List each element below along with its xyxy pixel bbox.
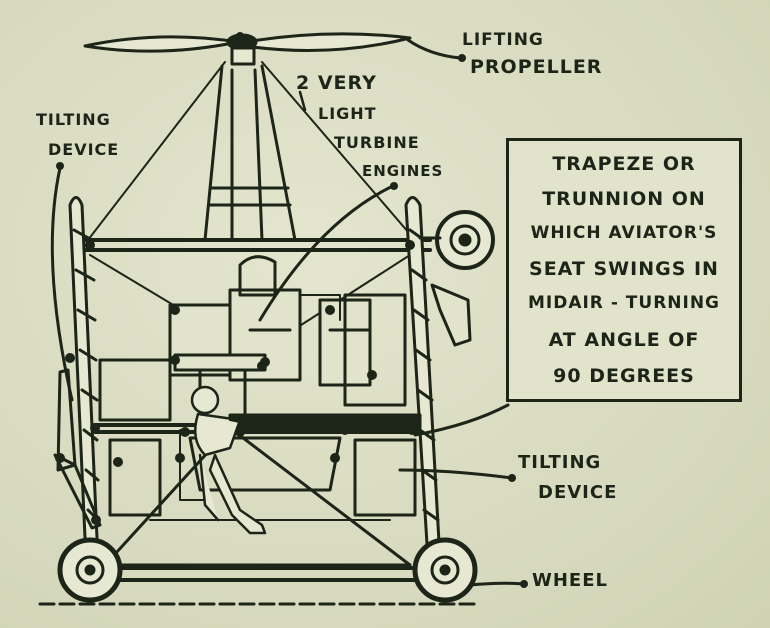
aviator-figure xyxy=(190,385,269,535)
callout-line: 90 DEGREES xyxy=(553,365,695,387)
mast xyxy=(203,64,297,242)
callout-line: MIDAIR - TURNING xyxy=(527,293,721,313)
turbine-label-line2: LIGHT xyxy=(318,104,377,123)
callout-line: SEAT SWINGS IN xyxy=(529,258,719,280)
tilting-left-label-line1: TILTING xyxy=(36,110,111,129)
right-tilting-upright xyxy=(404,196,442,562)
left-wheel xyxy=(57,537,123,603)
leader-lines xyxy=(50,38,526,587)
lifting-label-line1: LIFTING xyxy=(462,30,544,50)
tilting-right-label-line2: DEVICE xyxy=(538,482,618,503)
tail-fin xyxy=(430,283,472,347)
callout-line: TRAPEZE OR xyxy=(552,153,696,175)
aviator-seat xyxy=(173,353,422,501)
callout-line: WHICH AVIATOR'S xyxy=(530,223,718,243)
callout-line: AT ANGLE OF xyxy=(548,329,700,351)
turbine-label-line3: TURBINE xyxy=(334,133,420,152)
lifting-label-line2: PROPELLER xyxy=(470,56,603,78)
joint-dots xyxy=(55,32,417,525)
right-wheel xyxy=(412,537,478,603)
left-tilting-upright xyxy=(53,196,102,562)
tilting-left-label-line2: DEVICE xyxy=(48,140,120,159)
wheel-label: WHEEL xyxy=(532,570,608,591)
callout-line: TRUNNION ON xyxy=(542,188,706,210)
upper-right-wheel xyxy=(418,210,495,270)
turbine-label-line1: 2 VERY xyxy=(296,72,377,94)
lifting-propeller xyxy=(83,32,412,66)
trapeze-callout-box: TRAPEZE OR TRUNNION ON WHICH AVIATOR'S S… xyxy=(506,138,742,402)
side-boxes xyxy=(98,358,417,517)
tilting-right-label-line1: TILTING xyxy=(518,452,602,473)
turbine-label-line4: ENGINES xyxy=(362,162,444,180)
